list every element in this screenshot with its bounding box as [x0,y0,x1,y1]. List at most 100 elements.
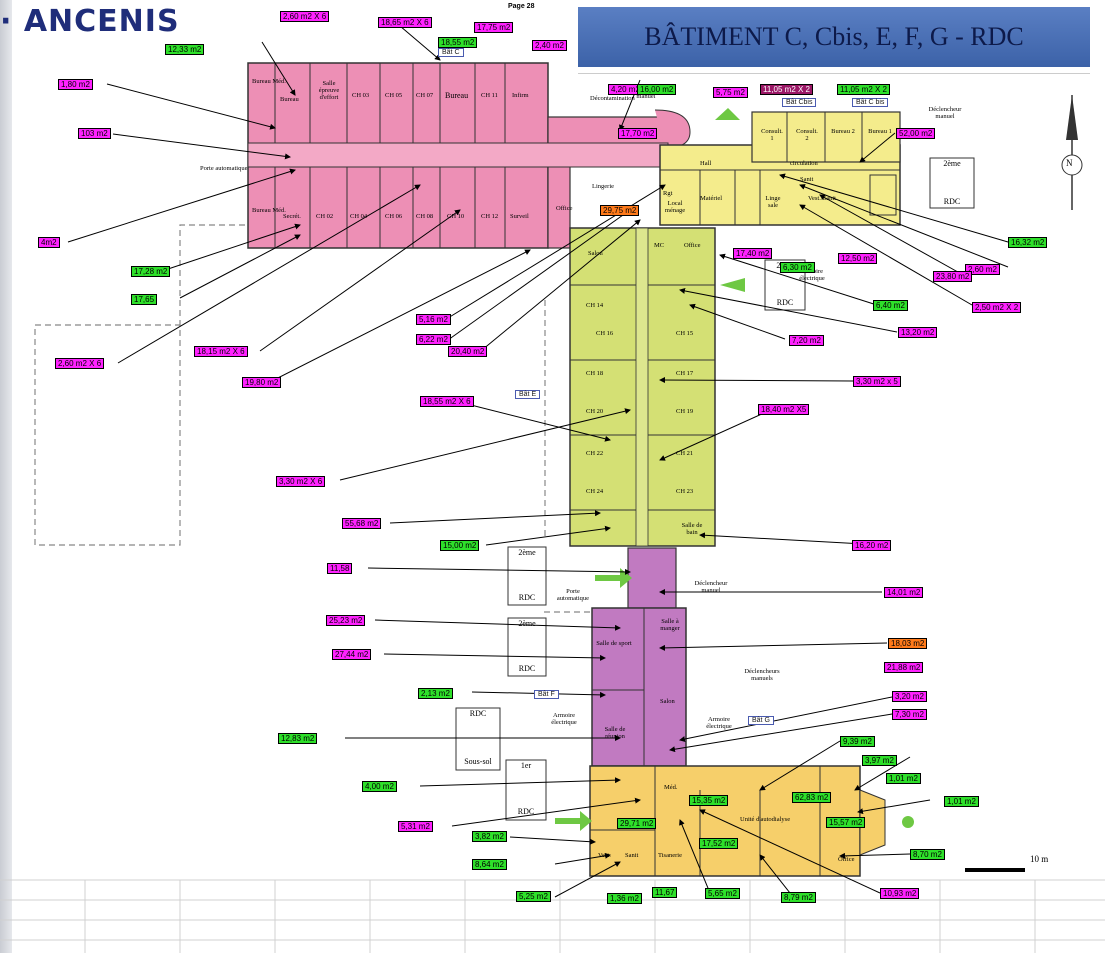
area-label: 52,00 m2 [896,128,936,139]
area-label: 4,00 m2 [362,781,397,792]
area-label: 4m2 [38,237,60,248]
area-label: 2,60 m2 X 6 [280,11,330,22]
area-label: 15,00 m2 [440,540,480,551]
area-label: 1,36 m2 [607,893,642,904]
area-label: 5,31 m2 [398,821,433,832]
page-number: Page 28 [508,3,535,10]
page-title: BÂTIMENT C, Cbis, E, F, G - RDC [578,7,1090,73]
dashed-outline [34,224,590,613]
room-unite-autodialyse: Unité d'autodialyse [740,816,791,823]
area-label: 8,79 m2 [781,892,816,903]
floor-badge-1-bottom: RDC [943,197,961,206]
area-label: 5,75 m2 [713,87,748,98]
page-edge [0,0,12,953]
area-label: 16,00 m2 [637,84,677,95]
area-label: 29,75 m2 [600,205,640,216]
room-sanit-2: Sanit [625,852,639,859]
tag-bat-e: Bât E [515,390,541,399]
room-ch03: CH 03 [352,92,370,99]
area-label: 1,80 m2 [58,79,93,90]
area-label: 1,01 m2 [944,796,979,807]
area-label: 8,70 m2 [910,849,945,860]
room-consult-2: Consult. 2 [796,128,818,142]
room-office-2: Office [684,242,701,249]
floor-badge-5-top: RDC [469,709,487,718]
area-label: 18,40 m2 X5 [758,404,810,415]
armoire-electrique-2: Armoire électrique [551,712,577,726]
room-bureau: Bureau [280,96,299,103]
declencheur-manuel-1: Déclencheur manuel [694,580,728,594]
area-label: 27,44 m2 [332,649,372,660]
area-label: 6,40 m2 [873,300,908,311]
room-vest-sanit: Vest./Sanit. [808,195,838,202]
area-label: 14,01 m2 [884,587,924,598]
area-label: 10,93 m2 [880,888,920,899]
area-label: 2,60 m2 [965,264,1000,275]
area-label: 55,68 m2 [342,518,382,529]
room-vest: Vest. [598,852,611,859]
area-label: 3,30 m2 X 6 [276,476,326,487]
tag-bat-g: Bât G [748,716,774,725]
area-label: 6,22 m2 [416,334,451,345]
area-label: 11,67 [652,887,678,898]
area-label: 3,20 m2 [892,691,927,702]
room-ch12: CH 12 [481,213,499,220]
green-arrows [555,108,914,831]
area-label: 13,20 m2 [898,327,938,338]
room-ch07: CH 07 [416,92,434,99]
area-label: 2,13 m2 [418,688,453,699]
area-label: 18,03 m2 [888,638,928,649]
area-label: 9,39 m2 [840,736,875,747]
room-sanit: Sanit [800,176,814,183]
room-surveil: Surveil [510,213,529,220]
area-label: 6,30 m2 [780,262,815,273]
room-salle-effort: Salle épreuve d'effort [318,80,340,101]
room-salle-a-manger: Salle à manger [660,618,680,632]
floor-badge-2-bottom: RDC [776,298,794,307]
area-label: 17,52 m2 [699,838,739,849]
compass-north-label: N [1066,158,1073,168]
area-label: 1,01 m2 [886,773,921,784]
floor-badge-6-top: 1er [520,761,532,770]
area-label: 11,58 [327,563,353,574]
room-bureau-3: Bureau 2 [831,128,855,135]
area-label: 17,40 m2 [733,248,773,259]
room-bureau-med: Bureau Méd. [252,78,286,85]
room-linge-sale: Linge sale [765,195,781,209]
room-ch15: CH 15 [676,330,694,337]
area-label: 2,40 m2 [532,40,567,51]
scale-label: 10 m [1030,854,1049,864]
area-label: 15,57 m2 [826,817,866,828]
area-label: 62,83 m2 [792,792,832,803]
area-label: 15,35 m2 [689,795,729,806]
area-label: 11,05 m2 X 2 [837,84,890,95]
room-bureau-2: Bureau [445,91,469,100]
area-label: 3,30 m2 x 5 [853,376,901,387]
room-ch22: CH 22 [586,450,604,457]
area-label: 21,88 m2 [884,662,924,673]
area-label: 5,65 m2 [705,888,740,899]
armoire-electrique-3: Armoire électrique [706,716,732,730]
porte-automatique-2: Porte automatique [556,588,590,602]
room-bureau-4: Bureau 1 [868,128,892,135]
area-label: 17,28 m2 [131,266,171,277]
room-ch24: CH 24 [586,488,604,495]
room-decontam: Décontamination [590,95,635,102]
room-salon-1: Salon [588,250,603,257]
area-label: 12,33 m2 [165,44,205,55]
room-hall: Hall [700,160,712,167]
scale-bar [965,868,1025,872]
room-ch18: CH 18 [586,370,604,377]
room-bureau-med-2: Bureau Méd. [252,207,286,214]
declencheurs-manuels: Déclencheurs manuels [744,668,780,682]
wing-bat-e [569,227,716,547]
area-label: 18,65 m2 X 6 [378,17,432,28]
room-ch10: CH 10 [447,213,465,220]
room-med: Méd. [664,784,678,791]
room-ch16: CH 16 [596,330,614,337]
area-label: 7,20 m2 [789,335,824,346]
floor-badge-4-bottom: RDC [518,664,536,673]
floor-badge-4-top: 2ème [518,619,536,628]
area-label: 12,83 m2 [278,733,318,744]
